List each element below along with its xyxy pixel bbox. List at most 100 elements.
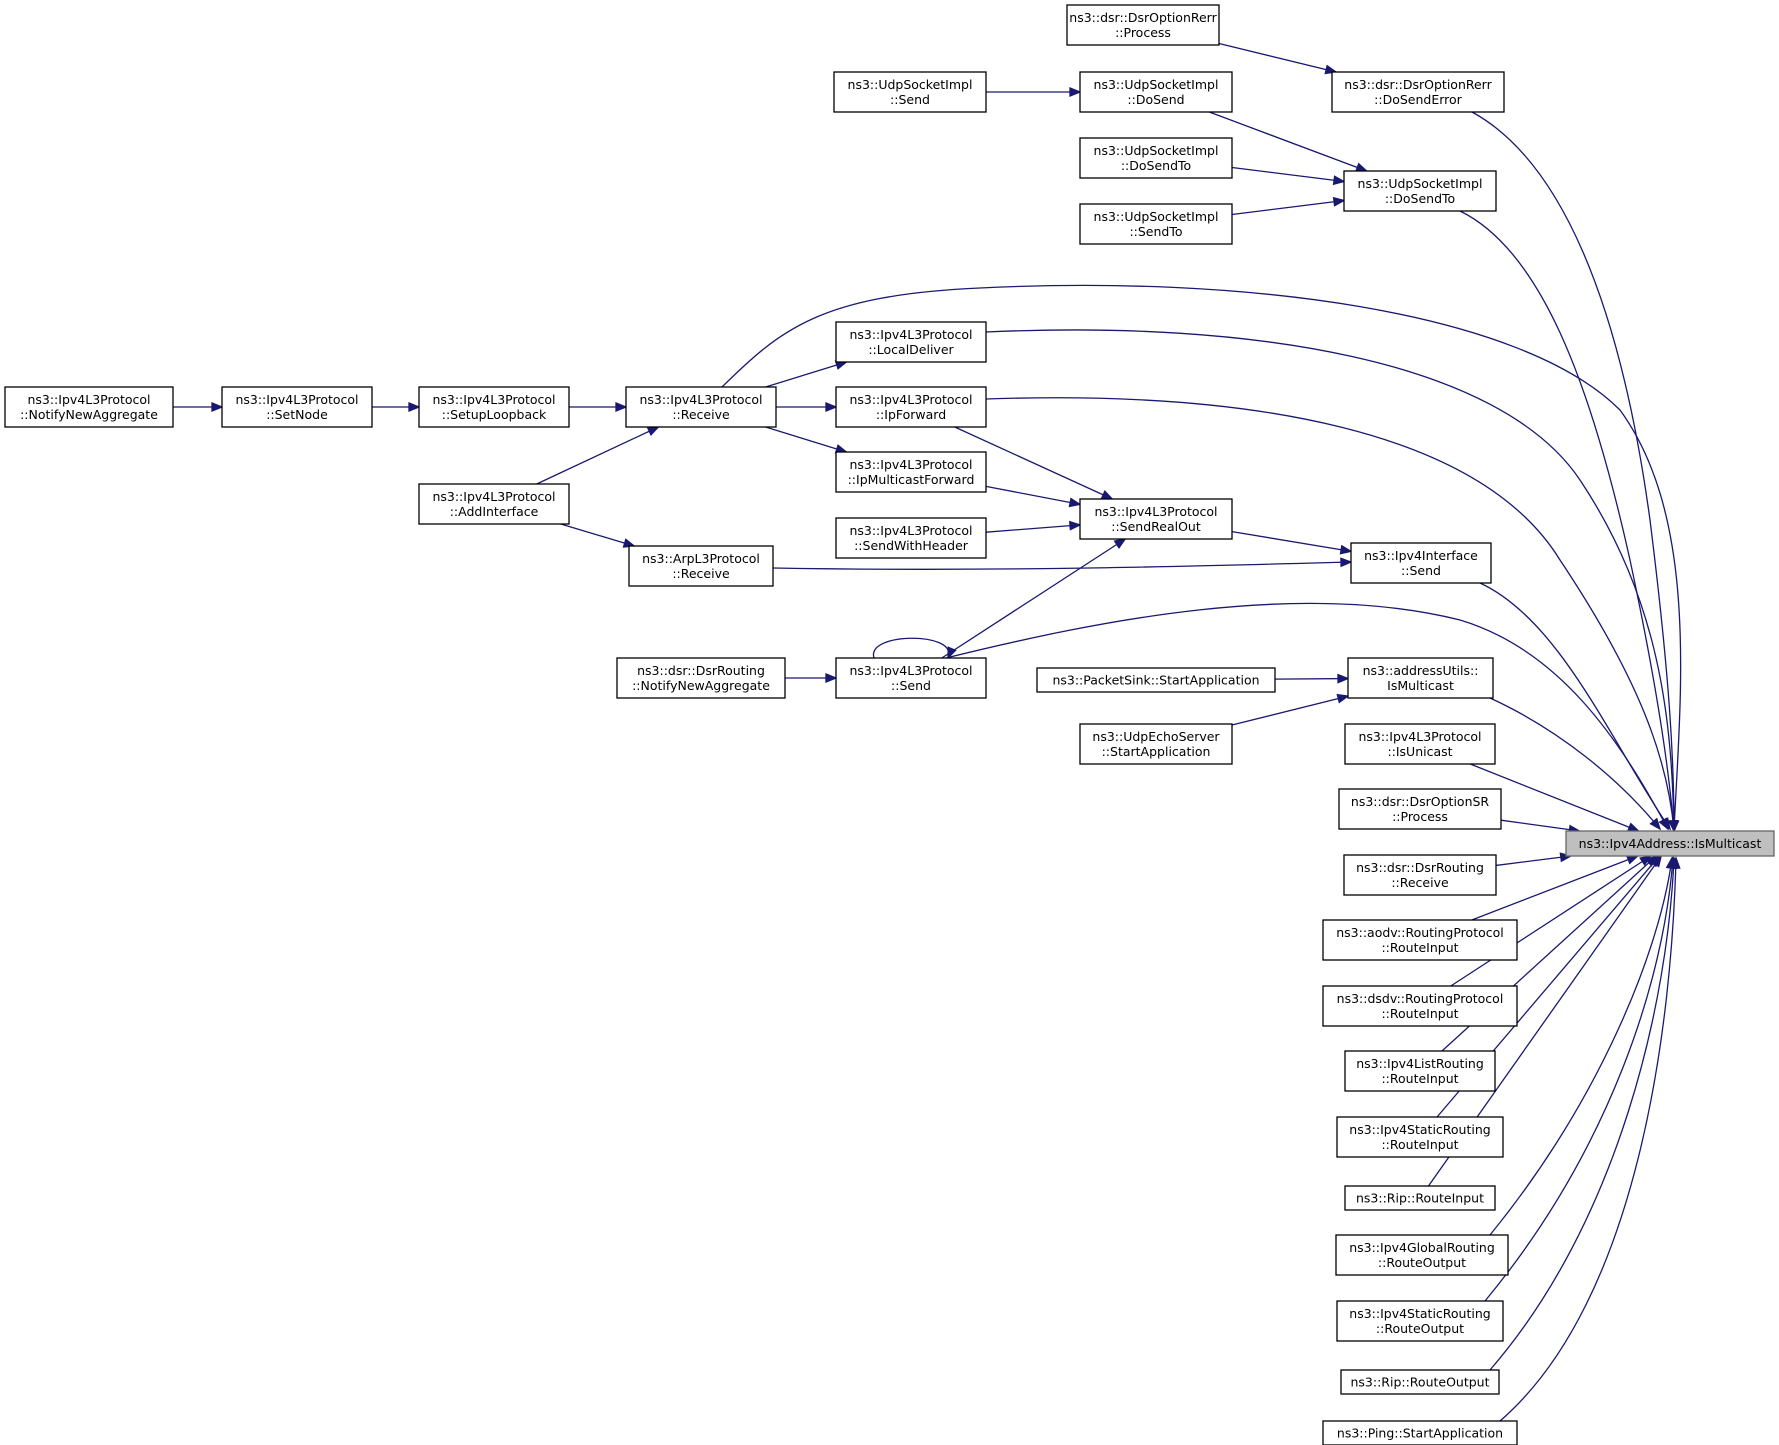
node-box <box>1079 723 1233 765</box>
node-box <box>616 657 786 699</box>
node-label-line: ::SendTo <box>1129 224 1182 239</box>
node-dsrErrProcess[interactable]: ns3::dsr::DsrOptionRerr::Process <box>1066 4 1220 46</box>
node-label-line: ::DoSend <box>1127 92 1184 107</box>
edge-ipv4Send-to-ipv4Send <box>873 637 957 660</box>
node-label-line: ::IsUnicast <box>1387 744 1452 759</box>
node-udpEchoStart[interactable]: ns3::UdpEchoServer::StartApplication <box>1079 723 1233 765</box>
node-setNode[interactable]: ns3::Ipv4L3Protocol::SetNode <box>221 386 373 428</box>
edge-udpDoSend-to-udpDoSendTo <box>1209 111 1369 172</box>
node-dsdvRouteInput[interactable]: ns3::dsdv::RoutingProtocol::RouteInput <box>1322 985 1518 1027</box>
edge-setupLoopback-to-ipv4Receive <box>569 402 628 412</box>
node-label-line: ns3::UdpSocketImpl <box>1094 143 1219 158</box>
node-sendRealOut[interactable]: ns3::Ipv4L3Protocol::SendRealOut <box>1079 498 1233 540</box>
edge-sendRealOut-to-ifaceSend <box>1231 530 1353 555</box>
node-dsrSrProcess[interactable]: ns3::dsr::DsrOptionSR::Process <box>1338 788 1502 830</box>
node-label-line: ::Receive <box>1391 875 1449 890</box>
node-box <box>418 386 570 428</box>
node-addrUtilsIsMc[interactable]: ns3::addressUtils::IsMulticast <box>1347 657 1494 699</box>
node-notifyNewAgg[interactable]: ns3::Ipv4L3Protocol::NotifyNewAggregate <box>4 386 174 428</box>
edge-udpDoSendTo2-to-udpDoSendTo <box>1231 166 1346 186</box>
node-label-line: ::SetupLoopback <box>442 407 547 422</box>
edge-ipv4Send-to-sendRealOut <box>941 538 1127 659</box>
node-box <box>1344 723 1496 765</box>
node-udpSend[interactable]: ns3::UdpSocketImpl::Send <box>833 71 987 113</box>
node-ipv4Send[interactable]: ns3::Ipv4L3Protocol::Send <box>835 657 987 699</box>
nodes-layer: ns3::dsr::DsrOptionRerr::Processns3::dsr… <box>4 4 1775 1445</box>
node-box <box>835 451 987 493</box>
node-label-line: ::Receive <box>672 407 730 422</box>
node-label-line: ::Process <box>1115 25 1171 40</box>
node-packetSinkStart[interactable]: ns3::PacketSink::StartApplication <box>1036 667 1276 693</box>
edge-ipv4Send-to-root <box>945 602 1669 831</box>
node-label-line: IsMulticast <box>1387 678 1454 693</box>
node-box <box>1336 1300 1504 1342</box>
node-label-line: ns3::Rip::RouteOutput <box>1350 1375 1489 1390</box>
edge-addInterface-to-ipv4Receive <box>536 426 660 485</box>
node-label-line: ::RouteOutput <box>1376 1321 1464 1336</box>
node-udpSendTo[interactable]: ns3::UdpSocketImpl::SendTo <box>1079 203 1233 245</box>
node-box <box>628 545 774 587</box>
node-label-line: ns3::Ipv4L3Protocol <box>849 392 972 407</box>
node-box <box>1343 854 1497 896</box>
node-label-line: ns3::Ipv4L3Protocol <box>432 392 555 407</box>
node-udpDoSendTo[interactable]: ns3::UdpSocketImpl::DoSendTo <box>1343 170 1497 212</box>
node-label-line: ns3::Ipv4L3Protocol <box>1358 729 1481 744</box>
edge-setNode-to-setupLoopback <box>372 402 421 412</box>
node-label-line: ::NotifyNewAggregate <box>632 678 770 693</box>
node-box <box>1335 1234 1509 1276</box>
node-label-line: ::IpForward <box>876 407 946 422</box>
node-label-line: ::RouteInput <box>1381 1006 1458 1021</box>
node-box <box>835 321 987 363</box>
node-sendWithHeader[interactable]: ns3::Ipv4L3Protocol::SendWithHeader <box>835 517 987 559</box>
node-dsrRoutingNotify[interactable]: ns3::dsr::DsrRouting::NotifyNewAggregate <box>616 657 786 699</box>
node-ripRouteInput[interactable]: ns3::Rip::RouteInput <box>1344 1185 1496 1211</box>
node-dsrRoutingReceive[interactable]: ns3::dsr::DsrRouting::Receive <box>1343 854 1497 896</box>
node-isUnicast[interactable]: ns3::Ipv4L3Protocol::IsUnicast <box>1344 723 1496 765</box>
node-label-line: ns3::Ipv4GlobalRouting <box>1349 1240 1495 1255</box>
node-box <box>1079 203 1233 245</box>
node-staticRouteInput[interactable]: ns3::Ipv4StaticRouting::RouteInput <box>1336 1116 1504 1158</box>
node-label-line: ns3::dsr::DsrRouting <box>1356 860 1484 875</box>
node-arpReceive[interactable]: ns3::ArpL3Protocol::Receive <box>628 545 774 587</box>
node-addInterface[interactable]: ns3::Ipv4L3Protocol::AddInterface <box>418 483 570 525</box>
node-staticRouteOutput[interactable]: ns3::Ipv4StaticRouting::RouteOutput <box>1336 1300 1504 1342</box>
node-label-line: ns3::Ipv4L3Protocol <box>849 327 972 342</box>
root-node-root[interactable]: ns3::Ipv4Address::IsMulticast <box>1565 830 1775 857</box>
node-box <box>835 517 987 559</box>
edge-addInterface-to-arpReceive <box>560 523 636 548</box>
node-label-line: ns3::UdpSocketImpl <box>1094 77 1219 92</box>
node-setupLoopback[interactable]: ns3::Ipv4L3Protocol::SetupLoopback <box>418 386 570 428</box>
node-label-line: ::AddInterface <box>450 504 539 519</box>
node-dsrDoSendError[interactable]: ns3::dsr::DsrOptionRerr::DoSendError <box>1331 71 1505 113</box>
node-label-line: ns3::Ipv4L3Protocol <box>432 489 555 504</box>
node-aodvRouteInput[interactable]: ns3::aodv::RoutingProtocol::RouteInput <box>1322 919 1518 961</box>
node-box <box>625 386 777 428</box>
node-label-line: ::RouteInput <box>1381 1071 1458 1086</box>
node-box <box>1331 71 1505 113</box>
node-label-line: ::SendWithHeader <box>854 538 969 553</box>
node-globalRouteOutput[interactable]: ns3::Ipv4GlobalRouting::RouteOutput <box>1335 1234 1509 1276</box>
node-box <box>1322 919 1518 961</box>
node-label-line: ns3::Ping::StartApplication <box>1337 1426 1503 1441</box>
node-label-line: ::RouteInput <box>1381 940 1458 955</box>
node-ipMcastFwd[interactable]: ns3::Ipv4L3Protocol::IpMulticastForward <box>835 451 987 493</box>
node-ifaceSend[interactable]: ns3::Ipv4Interface::Send <box>1350 542 1492 584</box>
node-udpDoSendTo2[interactable]: ns3::UdpSocketImpl::DoSendTo <box>1079 137 1233 179</box>
node-label-line: ::SendRealOut <box>1111 519 1201 534</box>
node-label-line: ns3::Ipv4StaticRouting <box>1349 1306 1490 1321</box>
node-label-line: ns3::dsdv::RoutingProtocol <box>1337 991 1504 1006</box>
edge-dsrDoSendError-to-root <box>1471 111 1679 833</box>
node-label-line: ns3::dsr::DsrRouting <box>637 663 765 678</box>
edge-udpSendTo-to-udpDoSendTo <box>1231 196 1346 216</box>
node-ipForward[interactable]: ns3::Ipv4L3Protocol::IpForward <box>835 386 987 428</box>
node-label-line: ns3::Ipv4Interface <box>1364 548 1478 563</box>
node-label-line: ::StartApplication <box>1102 744 1211 759</box>
node-listRouteInput[interactable]: ns3::Ipv4ListRouting::RouteInput <box>1344 1050 1496 1092</box>
node-ripRouteOutput[interactable]: ns3::Rip::RouteOutput <box>1340 1369 1500 1395</box>
node-pingStart[interactable]: ns3::Ping::StartApplication <box>1322 1420 1518 1445</box>
node-localDeliver[interactable]: ns3::Ipv4L3Protocol::LocalDeliver <box>835 321 987 363</box>
edges-layer <box>173 42 1682 1422</box>
node-udpDoSend[interactable]: ns3::UdpSocketImpl::DoSend <box>1079 71 1233 113</box>
node-label-line: ns3::aodv::RoutingProtocol <box>1336 925 1504 940</box>
node-ipv4Receive[interactable]: ns3::Ipv4L3Protocol::Receive <box>625 386 777 428</box>
